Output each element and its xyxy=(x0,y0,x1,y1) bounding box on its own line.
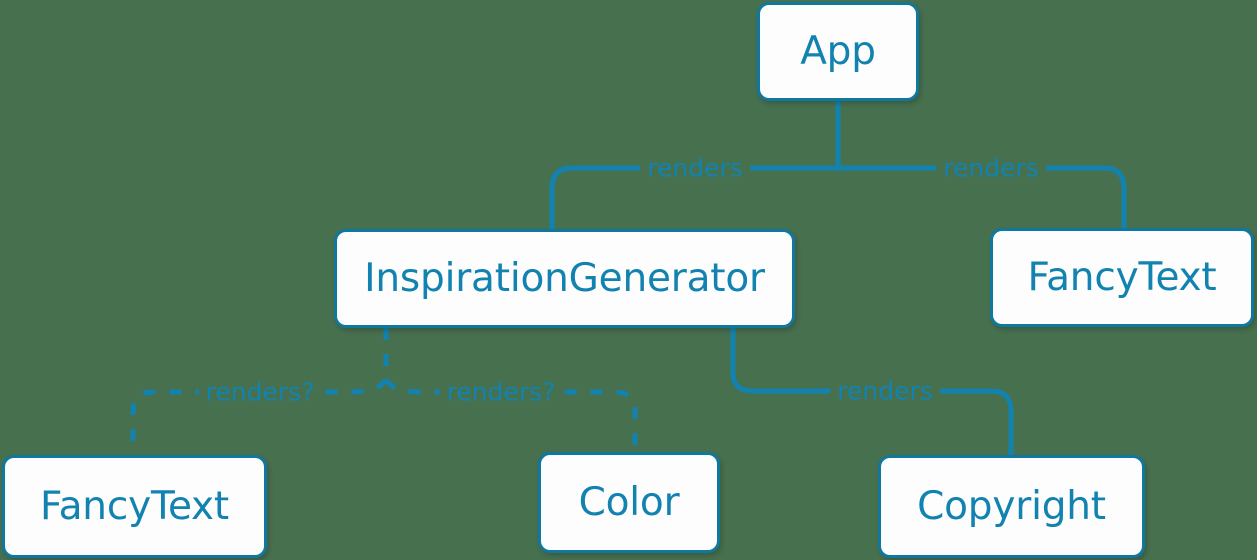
node-copyright-label: Copyright xyxy=(917,484,1106,529)
node-fancytext-right-label: FancyText xyxy=(1027,255,1217,300)
edge-app-to-fancytext xyxy=(835,165,1127,231)
node-fancytext-left-label: FancyText xyxy=(39,484,230,529)
edge-label-inspirationgenerator-to-color: renders? xyxy=(439,379,563,405)
node-copyright[interactable]: Copyright xyxy=(878,455,1145,558)
edge-label-inspirationgenerator-to-copyright: renders xyxy=(830,378,940,404)
node-fancytext-left[interactable]: FancyText xyxy=(2,455,267,558)
node-color-label: Color xyxy=(578,480,680,525)
node-app[interactable]: App xyxy=(757,2,919,101)
node-color[interactable]: Color xyxy=(538,452,720,553)
node-inspirationgenerator-label: InspirationGenerator xyxy=(364,256,765,301)
edge-app-to-inspirationgenerator xyxy=(549,165,841,232)
node-inspirationgenerator[interactable]: InspirationGenerator xyxy=(334,229,795,328)
edge-label-app-to-fancytext: renders xyxy=(936,155,1046,181)
edge-label-inspirationgenerator-to-fancytext: renders? xyxy=(198,379,322,405)
node-app-label: App xyxy=(800,29,876,74)
node-fancytext-right[interactable]: FancyText xyxy=(990,228,1254,327)
edge-label-app-to-inspirationgenerator: renders xyxy=(640,155,750,181)
